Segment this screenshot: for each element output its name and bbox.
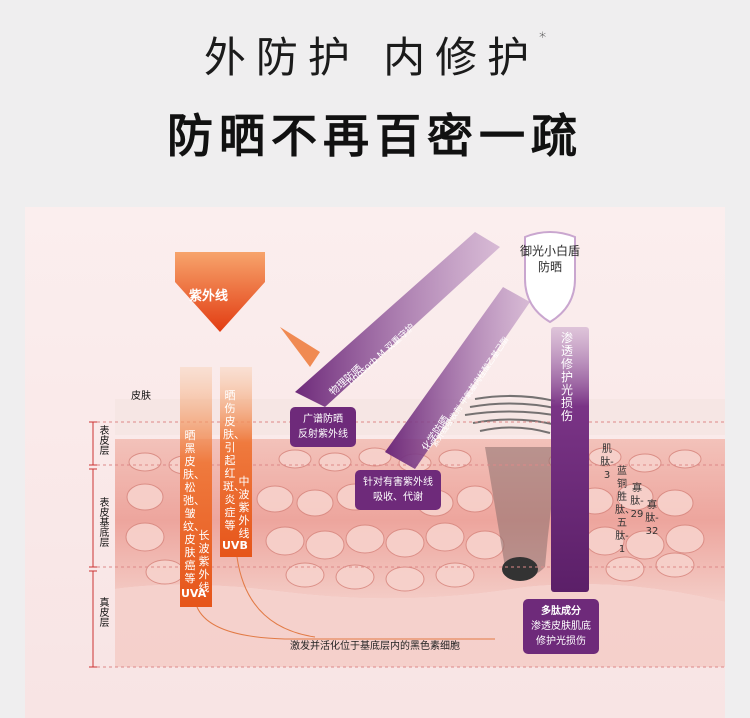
chemical-band-shape	[385, 287, 530, 469]
peptide-3: 寡肽-29	[630, 483, 644, 520]
peptide-4: 寡肽-32	[645, 500, 659, 537]
layer-epidermis: 表皮层	[97, 425, 108, 455]
uva-effect: 晒黑皮肤、松弛、皱纹、皮肤癌等	[183, 429, 205, 585]
bubble-chemical-line-2: 吸收、代谢	[373, 492, 423, 503]
melanocyte	[502, 557, 538, 581]
bubble-peptide: 多肽成分 渗透皮肤肌底 修护光损伤	[523, 599, 599, 654]
repair-bar	[551, 327, 589, 592]
peptide-1: 肌肽-3	[600, 444, 614, 481]
skin-protection-diagram: 紫外线 皮肤 表皮层 表皮基底层 真皮层 晒黑皮肤、松弛、皱纹、皮肤癌等 长波紫…	[25, 207, 725, 718]
uv-label: 紫外线	[189, 289, 229, 304]
uvb-bar	[220, 367, 252, 557]
physical-band-shape	[295, 232, 500, 407]
bubble-chemical: 针对有害紫外线 吸收、代谢	[355, 470, 441, 510]
melanin-note: 激发并活化位于基底层内的黑色素细胞	[290, 641, 460, 652]
damage-column	[485, 447, 560, 577]
uv-ray	[280, 327, 320, 367]
skin-label: 皮肤	[131, 391, 151, 402]
uva-bar	[180, 367, 212, 607]
uvb-effect: 晒伤皮肤、引起红斑、炎症等	[223, 389, 245, 532]
uvb-tag: UVB	[222, 539, 248, 552]
uva-type: 长波紫外线	[198, 529, 210, 594]
uva-trace	[196, 606, 495, 640]
repair-title: 渗透修护光损伤	[560, 331, 573, 423]
bubble-peptide-line-1: 多肽成分	[541, 606, 581, 617]
bubble-physical: 广谱防晒 反射紫外线	[290, 407, 356, 447]
headline-asterisk: *	[539, 30, 547, 46]
bubble-physical-line-1: 广谱防晒	[303, 414, 343, 425]
uva-tag: UVA	[181, 587, 207, 600]
bubble-peptide-line-2: 渗透皮肤肌底	[531, 621, 591, 632]
headline-primary: 外防护 内修护*	[0, 24, 750, 85]
shield-shape	[524, 231, 576, 324]
peptide-2: 蓝铜胜肽、五肽-1	[615, 466, 635, 555]
bubble-chemical-line-1: 针对有害紫外线	[363, 477, 433, 488]
headline-primary-text: 外防护 内修护	[203, 33, 540, 82]
headline-secondary: 防晒不再百密一疏	[167, 109, 583, 163]
bubble-physical-line-2: 反射紫外线	[298, 429, 348, 440]
layer-basal: 表皮基底层	[97, 497, 108, 547]
bubble-peptide-line-3: 修护光损伤	[536, 636, 586, 647]
layer-dermis: 真皮层	[97, 597, 108, 627]
uvb-type: 中波紫外线	[238, 475, 250, 540]
shield-label: 御光小白盾防晒	[520, 244, 581, 274]
uvb-trace	[236, 556, 316, 638]
uv-arrow	[175, 252, 265, 332]
